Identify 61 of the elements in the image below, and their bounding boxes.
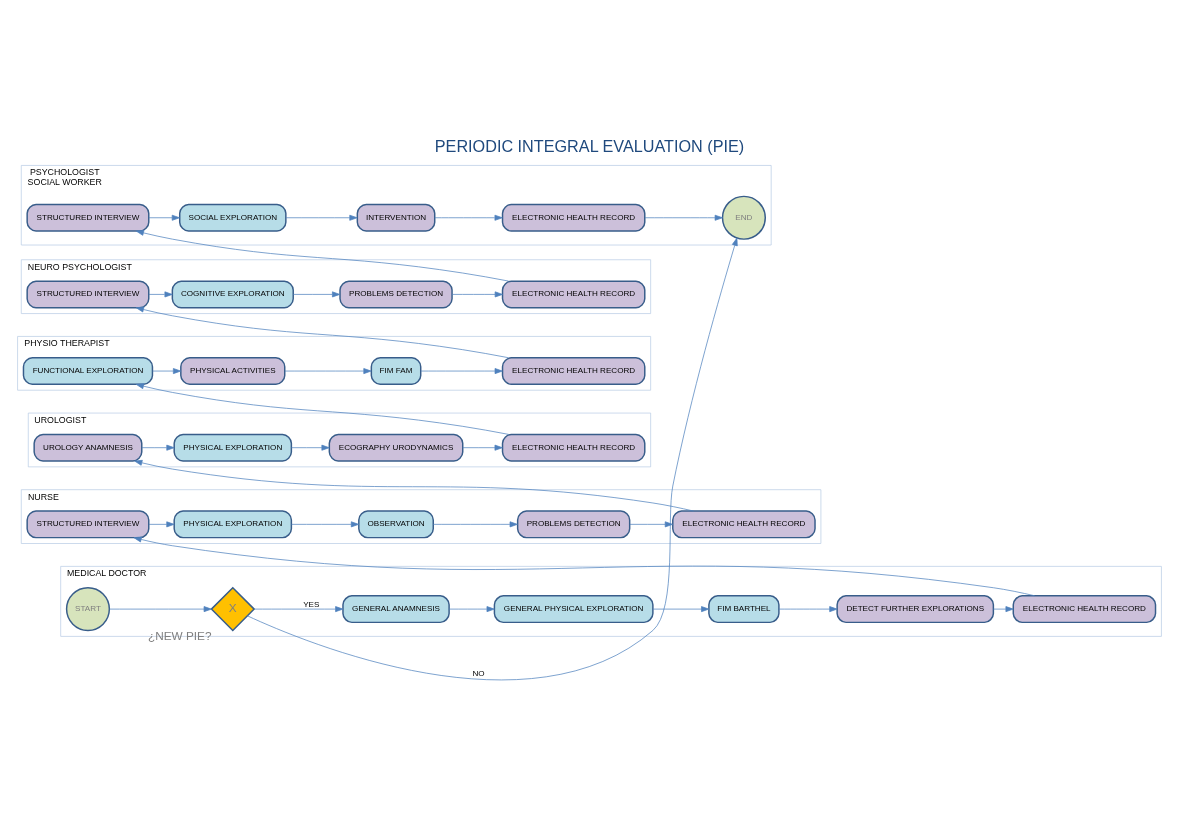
node-box: INTERVENTION <box>356 203 436 232</box>
node-box: PROBLEMS DETECTION <box>516 510 631 539</box>
node-box: COGNITIVE EXPLORATION <box>171 280 294 309</box>
node-box: FIM FAM <box>370 357 422 386</box>
arrow <box>135 229 510 282</box>
node-box: ELECTRONIC HEALTH RECORD <box>501 433 646 462</box>
arrow <box>993 606 1014 613</box>
arrow <box>135 383 510 435</box>
node-box: DETECT FURTHER EXPLORATIONS <box>836 595 995 624</box>
node-diamond: X <box>210 586 256 632</box>
arrow <box>285 214 358 221</box>
arrow <box>148 521 175 528</box>
arrow <box>291 521 359 528</box>
node-box: PHYSICAL EXPLORATION <box>173 433 293 462</box>
node-circle: END <box>721 195 766 240</box>
node-box: PHYSICAL EXPLORATION <box>173 510 293 539</box>
arrow <box>109 606 212 613</box>
arrow <box>448 606 495 613</box>
node-box: ECOGRAPHY URODYNAMICS <box>328 433 464 462</box>
node-box: PROBLEMS DETECTION <box>339 280 453 309</box>
node-box: UROLOGY ANAMNESIS <box>33 433 143 462</box>
arrow <box>778 606 838 613</box>
node-box: ELECTRONIC HEALTH RECORD <box>501 280 646 309</box>
node-box: GENERAL PHYSICAL EXPLORATION <box>493 595 654 624</box>
edge-label: YES <box>303 599 320 609</box>
diagram-title: PERIODIC INTEGRAL EVALUATION (PIE) <box>434 136 745 155</box>
node-box: PHYSICAL ACTIVITIES <box>180 357 286 386</box>
arrow <box>134 459 694 512</box>
node-box: STRUCTURED INTERVIEW <box>26 510 150 539</box>
node-box: FUNCTIONAL EXPLORATION <box>22 357 154 386</box>
arrow <box>434 214 503 221</box>
arrow <box>135 306 510 359</box>
node-box: STRUCTURED INTERVIEW <box>26 280 150 309</box>
arrow <box>291 444 330 451</box>
arrow <box>644 214 723 221</box>
arrow <box>148 214 180 221</box>
arrow <box>462 444 503 451</box>
arrow <box>451 291 503 298</box>
node-box: ELECTRONIC HEALTH RECORD <box>672 510 816 539</box>
node-box: ELECTRONIC HEALTH RECORD <box>501 357 646 386</box>
node-box: SOCIAL EXPLORATION <box>179 203 287 232</box>
arrow <box>284 368 372 374</box>
arrow <box>148 291 173 298</box>
arrow <box>133 536 1036 597</box>
arrow <box>247 237 738 681</box>
node-box: ELECTRONIC HEALTH RECORD <box>501 203 646 232</box>
arrow <box>141 444 175 451</box>
node-box: GENERAL ANAMNESIS <box>342 595 450 624</box>
node-box: STRUCTURED INTERVIEW <box>26 203 150 232</box>
node-box: OBSERVATION <box>358 510 434 539</box>
node-box: ELECTRONIC HEALTH RECORD <box>1012 595 1157 624</box>
arrow <box>629 521 673 528</box>
arrow <box>652 606 710 613</box>
arrow <box>420 368 503 374</box>
arrow <box>432 521 518 528</box>
arrow <box>292 291 341 298</box>
arrow <box>152 368 182 374</box>
edge-label: NO <box>472 669 485 679</box>
node-circle: START <box>65 587 111 632</box>
node-box: FIM BARTHEL <box>708 595 780 624</box>
arrow <box>254 606 344 613</box>
